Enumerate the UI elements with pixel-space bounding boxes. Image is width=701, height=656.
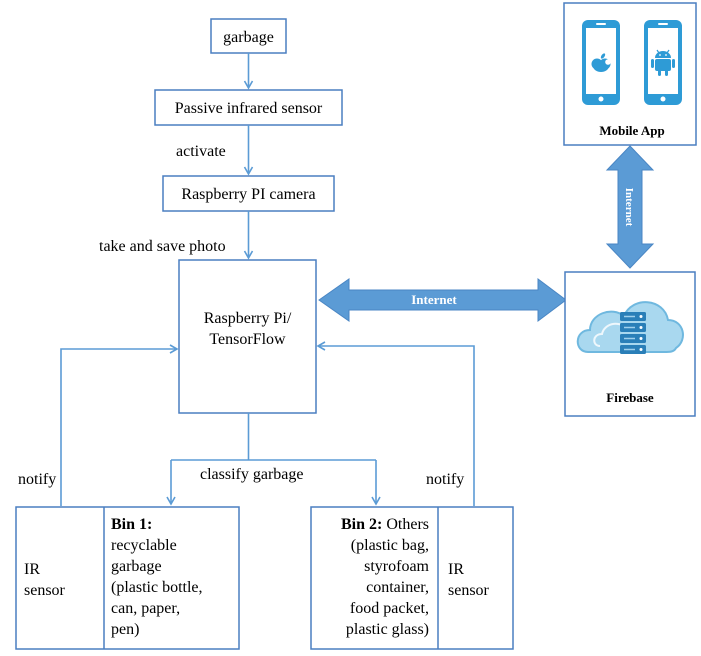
bin2-line: food packet,	[350, 600, 429, 617]
apple-logo-icon	[591, 53, 611, 72]
bin1-line: garbage	[111, 558, 162, 575]
cloud-server-icon	[576, 301, 684, 354]
raspberry-pi-label-line1: Raspberry Pi/	[204, 310, 292, 327]
mobile-app-node: Mobile App	[563, 2, 697, 146]
notify-left-arrow	[60, 344, 179, 506]
firebase-node: Firebase	[564, 271, 696, 417]
garbage-node: garbage	[210, 18, 287, 54]
bin2-title: Bin 2: Others	[341, 516, 429, 533]
ir-left-label-line1: IR	[24, 561, 40, 578]
bin1-line: (plastic bottle,	[111, 579, 203, 596]
bin2-line: styrofoam	[364, 558, 429, 575]
firebase-label: Firebase	[606, 390, 654, 405]
activate-label: activate	[176, 143, 226, 160]
classify-arrows	[166, 413, 381, 506]
notify-right-arrow	[316, 341, 475, 506]
pir-sensor-node: Passive infrared sensor	[154, 89, 343, 126]
ir-right-label-line2: sensor	[448, 582, 490, 599]
internet-horizontal-label: Internet	[411, 292, 457, 307]
bin1-line: pen)	[111, 621, 139, 638]
ios-phone-icon	[582, 20, 620, 105]
bin2-line: plastic glass)	[346, 621, 429, 638]
ir-left-label-line2: sensor	[24, 582, 66, 599]
bin1-line: can, paper,	[111, 600, 180, 617]
internet-vertical-label: Internet	[623, 188, 635, 227]
camera-node: Raspberry PI camera	[162, 175, 335, 212]
take-photo-label: take and save photo	[99, 238, 226, 255]
raspberry-pi-label-line2: TensorFlow	[209, 331, 286, 348]
notify-left-label: notify	[18, 471, 56, 488]
android-phone-icon	[644, 20, 682, 105]
pir-sensor-label: Passive infrared sensor	[175, 100, 323, 117]
ir-right-label-line1: IR	[448, 561, 464, 578]
mobile-app-label: Mobile App	[599, 123, 664, 138]
raspberry-pi-node: Raspberry Pi/ TensorFlow	[178, 259, 317, 414]
bin2-line: (plastic bag,	[351, 537, 429, 554]
bin1-title: Bin 1:	[111, 516, 152, 533]
bin1-line: recyclable	[111, 537, 177, 554]
garbage-label: garbage	[223, 29, 274, 46]
bin2-title-bold: Bin 2:	[341, 516, 382, 533]
internet-horizontal-arrow: Internet	[318, 278, 567, 322]
bin2-line: container,	[366, 579, 429, 596]
bin2-group: Bin 2: Others (plastic bag, styrofoam co…	[310, 506, 514, 650]
bin1-group: IR sensor Bin 1: recyclable garbage (pla…	[15, 506, 240, 650]
bin2-title-rest: Others	[382, 516, 429, 533]
classify-label: classify garbage	[200, 466, 304, 483]
notify-right-label: notify	[426, 471, 464, 488]
internet-vertical-arrow: Internet	[605, 145, 655, 269]
camera-label: Raspberry PI camera	[181, 186, 315, 203]
android-logo-icon	[651, 49, 675, 76]
